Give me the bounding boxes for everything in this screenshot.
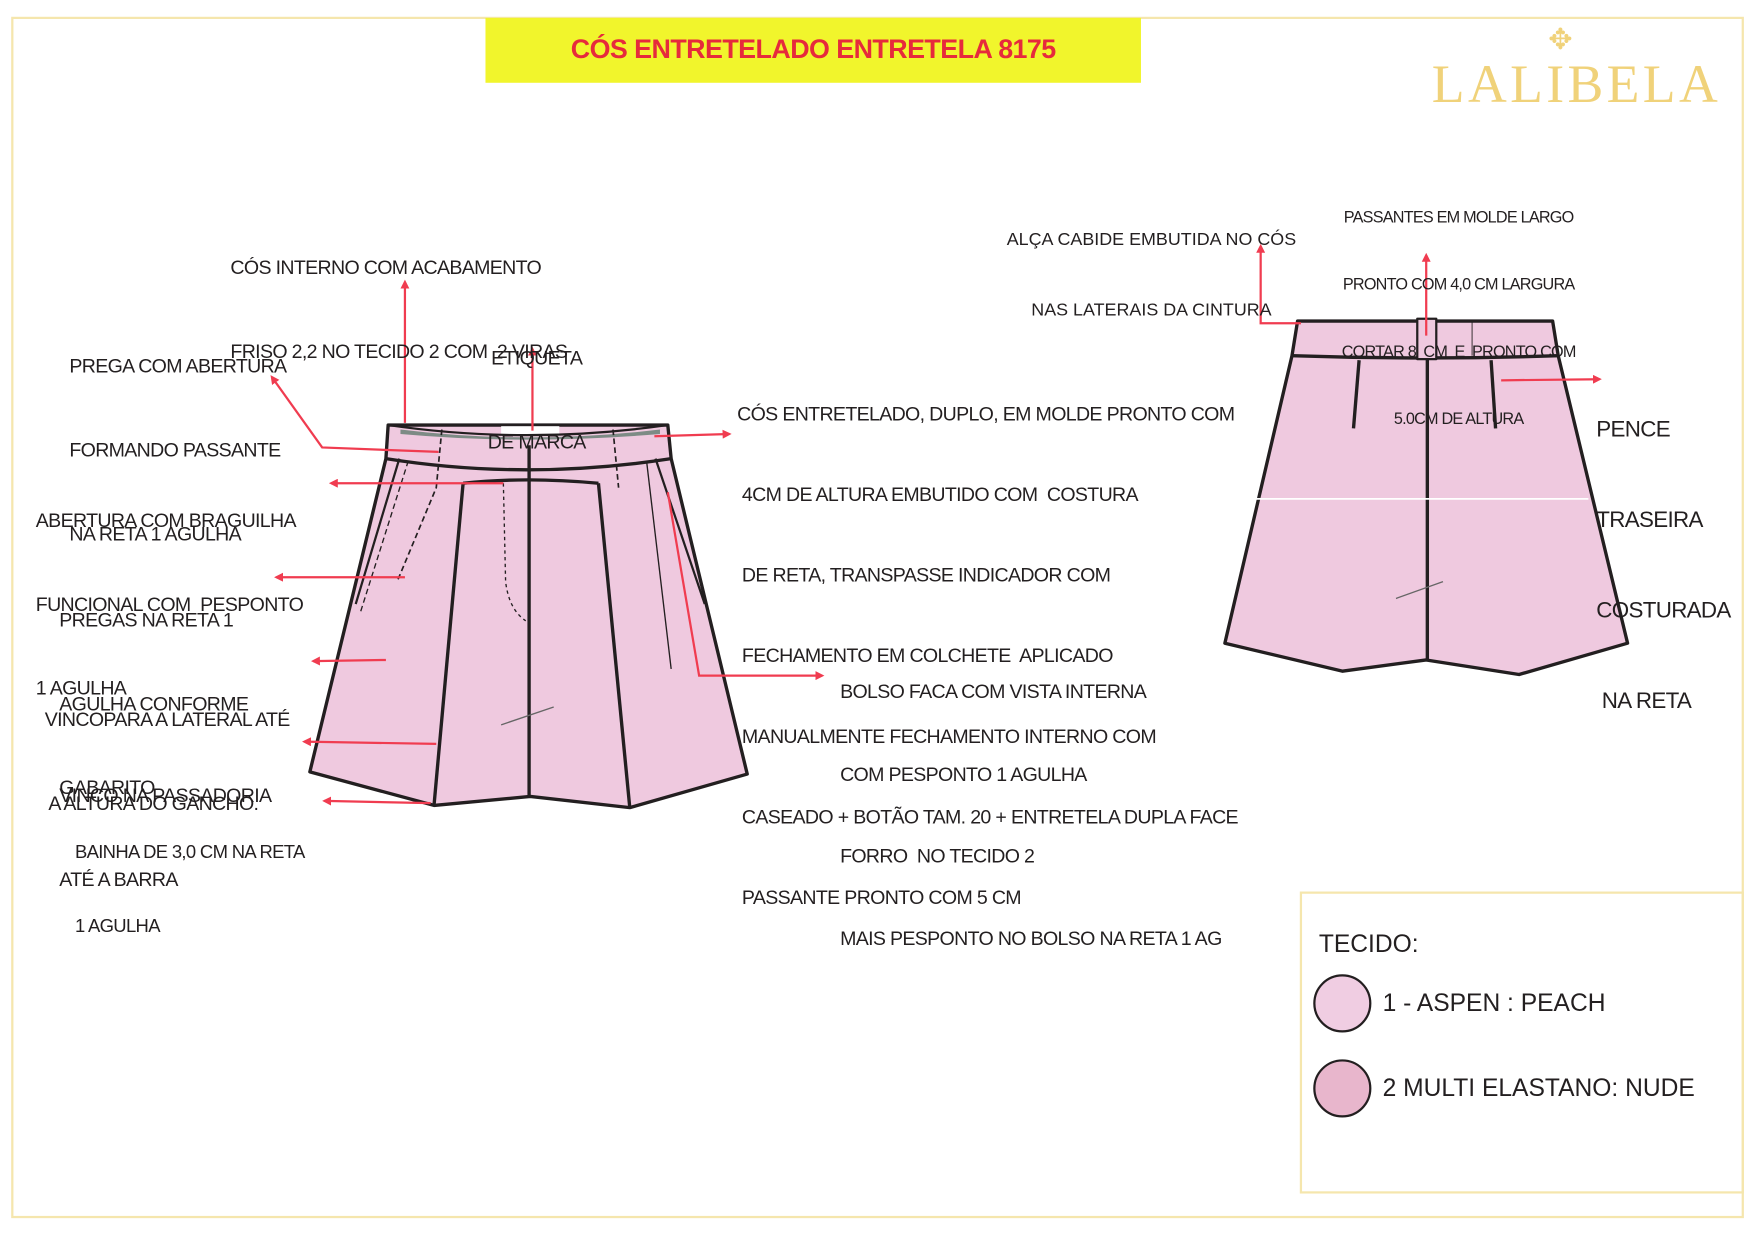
label-line: ATÉ A BARRA (59, 868, 178, 891)
arrow-cos-entretelado (654, 429, 732, 439)
label-bainha: BAINHA DE 3,0 CM NA RETA 1 AGULHA (75, 791, 305, 988)
arrow-vinco-passadoria (302, 737, 437, 747)
label-line: A ALTURA DO GANCHO. (44, 791, 259, 815)
label-pence: PENCE TRASEIRA COSTURADA NA RETA (1596, 355, 1731, 778)
label-line: FORRO NO TECIDO 2 (840, 844, 1035, 867)
legend-item-label: 2 MULTI ELASTANO: NUDE (1382, 1073, 1695, 1102)
label-etiqueta: ETIQUETA DE MARCA (487, 289, 587, 513)
label-line: FRISO 2,2 NO TECIDO 2 COM 2 VIRAS (230, 340, 568, 363)
label-line: BAINHA DE 3,0 CM NA RETA (74, 842, 305, 863)
arrow-bainha (322, 796, 431, 806)
label-line: PENCE (1596, 417, 1670, 442)
label-vinco-lateral: VINCOPARA A LATERAL ATÉ A ALTURA DO GANC… (44, 650, 291, 874)
label-line: FECHAMENTO EM COLCHETE APLICADO (737, 644, 1114, 667)
label-line: NA RETA 1 AGULHA (69, 522, 242, 545)
legend-item-label: 1 - ASPEN : PEACH (1382, 988, 1606, 1017)
label-prega-abertura: PREGA COM ABERTURA FORMANDO PASSANTE NA … (69, 296, 287, 604)
fabric-legend: TECIDO: 1 - ASPEN : PEACH 2 MULTI ELASTA… (1299, 891, 1744, 1194)
arrow-bolso (666, 491, 825, 681)
label-line: TRASEIRA (1596, 507, 1703, 533)
front-shorts (308, 423, 749, 810)
brand-name: LALIBELA (1431, 54, 1722, 115)
label-line: CASEADO + BOTÃO TAM. 20 + ENTRETELA DUPL… (737, 805, 1239, 828)
label-alca-cabide: ALÇA CABIDE EMBUTIDA NO CÓS NAS LATERAIS… (1007, 181, 1296, 369)
label-line: VINCOPARA A LATERAL ATÉ (44, 708, 291, 731)
label-line: CÓS INTERNO COM ACABAMENTO (230, 256, 542, 279)
label-abertura-braguilha: ABERTURA COM BRAGUILHA FUNCIONAL COM PES… (35, 451, 304, 759)
label-line: DE MARCA (487, 430, 587, 454)
page-frame (11, 16, 1744, 1219)
label-cos-entretelado: CÓS ENTRETELADO, DUPLO, EM MOLDE PRONTO … (737, 347, 1238, 964)
label-line: ETIQUETA (491, 346, 583, 370)
title-band: CÓS ENTRETELADO ENTRETELA 8175 (485, 17, 1141, 83)
label-line: 5.0CM DE ALTURA (1393, 410, 1524, 429)
legend-heading: TECIDO: (1318, 929, 1419, 958)
legend-item: 2 MULTI ELASTANO: NUDE (1313, 1059, 1695, 1118)
label-line: PREGA COM ABERTURA (69, 354, 287, 377)
label-line: PRONTO COM 4,0 CM LARGURA (1342, 276, 1575, 295)
label-line: 4CM DE ALTURA EMBUTIDO COM COSTURA (737, 483, 1139, 506)
annotation-arrows (270, 243, 1602, 806)
label-line: ABERTURA COM BRAGUILHA (35, 508, 297, 532)
label-line: ALÇA CABIDE EMBUTIDA NO CÓS (1006, 230, 1297, 250)
label-vinco-passadoria: VINCO NA PASSADORIA ATÉ A BARRA (59, 726, 272, 950)
label-line: FUNCIONAL COM PESPONTO (35, 592, 304, 616)
label-line: NA RETA (1596, 689, 1692, 714)
label-line: MAIS PESPONTO NO BOLSO NA RETA 1 AG (840, 926, 1222, 950)
sheet-title: CÓS ENTRETELADO ENTRETELA 8175 (570, 34, 1056, 65)
arrow-prega-abertura (270, 375, 439, 454)
fabric-swatch-nude (1313, 1059, 1372, 1118)
label-pregas-reta: PREGAS NA RETA 1 AGULHA CONFORME GABARIT… (59, 550, 249, 858)
label-bolso-faca: BOLSO FACA COM VISTA INTERNA COM PESPONT… (840, 623, 1222, 1007)
label-line: VINCO NA PASSADORIA (59, 784, 272, 807)
label-line: FORMANDO PASSANTE (69, 438, 281, 461)
label-cos-interno: CÓS INTERNO COM ACABAMENTO FRISO 2,2 NO … (230, 198, 568, 422)
brand-logo: ✥ LALIBELA (1431, 22, 1722, 115)
label-line: 1 AGULHA (35, 676, 127, 700)
label-line: NAS LATERAIS DA CINTURA (1031, 300, 1272, 320)
label-line: CÓS ENTRETELADO, DUPLO, EM MOLDE PRONTO … (737, 402, 1235, 426)
arrow-pence (1501, 374, 1602, 384)
arrow-alca (1256, 243, 1301, 325)
label-line: PASSANTE PRONTO COM 5 CM (737, 885, 1022, 909)
bee-icon: ✥ (1548, 22, 1573, 56)
label-line: AGULHA CONFORME (59, 692, 249, 715)
label-line: COSTURADA (1596, 598, 1731, 624)
fabric-swatch-peach (1313, 974, 1372, 1033)
label-line: PASSANTES EM MOLDE LARGO (1343, 209, 1574, 228)
arrow-vinco-lateral (310, 656, 386, 666)
label-line: DE RETA, TRANSPASSE INDICADOR COM (737, 563, 1111, 587)
label-line: CORTAR 8 CM E PRONTO COM (1341, 343, 1577, 362)
label-line: 1 AGULHA (74, 916, 161, 937)
label-line: GABARITO (59, 776, 155, 799)
label-line: MANUALMENTE FECHAMENTO INTERNO COM (737, 724, 1157, 748)
label-line: COM PESPONTO 1 AGULHA (840, 762, 1087, 785)
label-passantes: PASSANTES EM MOLDE LARGO PRONTO COM 4,0 … (1336, 162, 1582, 475)
back-shorts (1223, 317, 1630, 677)
label-line: BOLSO FACA COM VISTA INTERNA (840, 680, 1147, 703)
label-line: PREGAS NA RETA 1 (59, 608, 234, 631)
legend-item: 1 - ASPEN : PEACH (1313, 974, 1606, 1033)
